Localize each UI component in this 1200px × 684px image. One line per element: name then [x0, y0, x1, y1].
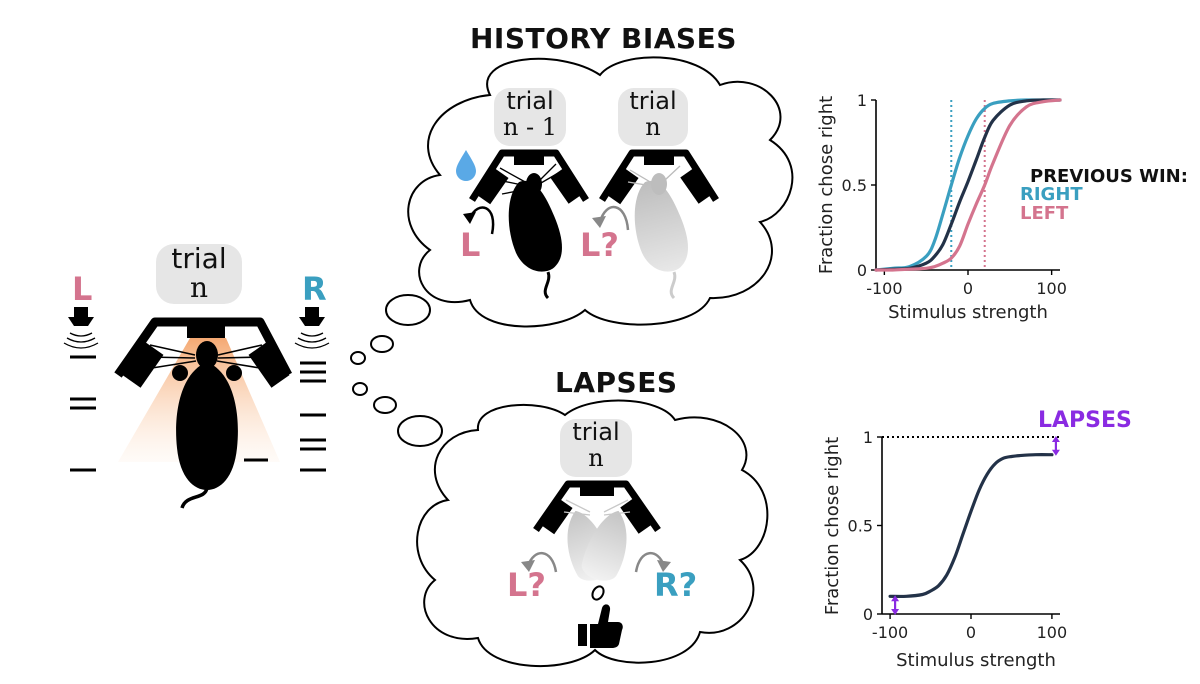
chart1-legend-left: LEFT — [1020, 203, 1069, 224]
main-trial-index: n — [189, 271, 209, 304]
lapse-trial-box: trial n — [560, 419, 632, 477]
y-tick-label: 0 — [857, 261, 867, 280]
prev-choice-label: L — [460, 226, 481, 264]
water-drop-icon — [456, 150, 476, 181]
right-side-label: R — [302, 270, 327, 308]
chart1-legend-right: RIGHT — [1020, 184, 1083, 205]
lapses-heading: LAPSES — [555, 366, 678, 399]
main-trial-box: trial n — [156, 244, 242, 304]
chart2-x-label: Stimulus strength — [896, 650, 1056, 671]
main-mouse — [147, 341, 265, 509]
y-tick-label: 0.5 — [848, 517, 873, 536]
chart1-x-label: Stimulus strength — [888, 302, 1048, 323]
x-tick-label: -100 — [872, 623, 908, 642]
series-line-right — [874, 98, 1062, 272]
prev-trial-word: trial — [506, 87, 554, 115]
y-tick-label: 1 — [863, 428, 873, 447]
curr-choice-label: L? — [580, 226, 619, 264]
lower-lapse-arrow — [891, 595, 900, 615]
x-tick-label: -100 — [866, 279, 902, 298]
history-cloud — [407, 56, 794, 328]
main-trial-word: trial — [171, 242, 227, 275]
curr-trial-box: trial n — [618, 88, 688, 146]
right-speaker-icon — [294, 307, 330, 349]
main-rig — [114, 317, 292, 388]
left-side-label: L — [72, 270, 93, 308]
series-line-left — [874, 98, 1062, 272]
chart1-legend-title: PREVIOUS WIN: — [1030, 166, 1188, 187]
left-click-train — [70, 355, 96, 472]
y-tick-label: 0.5 — [842, 176, 867, 195]
right-click-train — [300, 361, 326, 472]
x-tick-label: 0 — [963, 279, 973, 298]
y-tick-label: 0 — [863, 605, 873, 624]
series-line-none — [874, 98, 1062, 272]
x-tick-label: 100 — [1036, 279, 1067, 298]
lapse-right-choice: R? — [654, 566, 698, 604]
lapse-trial-word: trial — [572, 418, 620, 446]
prev-trial-box: trial n - 1 — [494, 88, 566, 146]
curr-trial-word: trial — [629, 87, 677, 115]
prev-trial-mouse — [497, 163, 562, 300]
history-biases-heading: HISTORY BIASES — [470, 22, 737, 55]
upper-lapse-arrow — [1051, 436, 1060, 456]
prev-trial-index: n - 1 — [502, 113, 558, 141]
x-tick-label: 0 — [966, 623, 976, 642]
thought-bubbles — [350, 294, 443, 447]
y-tick-label: 1 — [857, 91, 867, 110]
chart1-y-label: Fraction chose right — [816, 96, 837, 274]
coin-icon — [591, 585, 605, 601]
lapse-left-choice: L? — [507, 566, 546, 604]
thumbs-up-icon — [578, 604, 623, 648]
left-speaker-icon — [63, 307, 99, 349]
curr-trial-ghost-mouse — [627, 165, 688, 300]
lapse-ghost-mice — [563, 499, 631, 581]
chart2-annotation: LAPSES — [1038, 408, 1132, 433]
curr-trial-index: n — [645, 113, 661, 141]
chart2-y-label: Fraction chose right — [822, 437, 843, 615]
curr-trial-rig — [599, 149, 719, 205]
series-line-main — [888, 453, 1054, 599]
lapse-trial-index: n — [588, 444, 604, 472]
prev-trial-rig — [469, 149, 589, 205]
lapse-rig — [533, 480, 661, 535]
x-tick-label: 100 — [1037, 623, 1068, 642]
